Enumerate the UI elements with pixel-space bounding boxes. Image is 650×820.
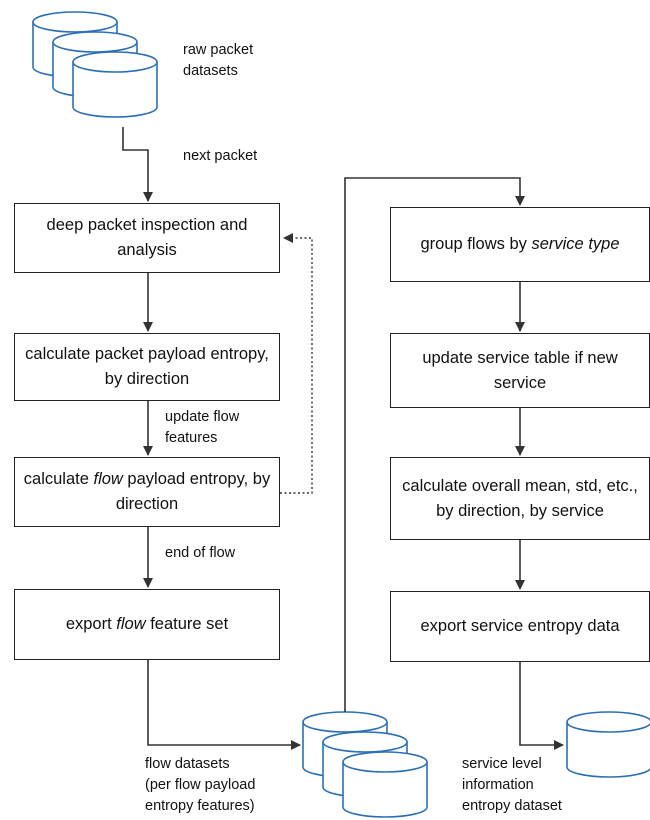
export-flow-box-text: export flow feature set xyxy=(65,615,229,633)
overall-stats-box: calculate overall mean, std, etc., by di… xyxy=(390,457,650,540)
end-of-flow-label: end of flow xyxy=(165,545,236,561)
raw-datasets-label: raw packet datasets xyxy=(183,42,254,79)
flow-entropy-box-text: calculate flow payload entropy, by direc… xyxy=(23,470,271,513)
packet-entropy-box: calculate packet payload entropy, by dir… xyxy=(14,333,280,401)
arrow-icon xyxy=(122,127,153,202)
update-service-box-text: update service table if new service xyxy=(422,348,618,392)
next-packet-label: next packet xyxy=(183,148,258,164)
group-flows-box-text: group flows by service type xyxy=(420,235,620,253)
dpi-box: deep packet inspection and analysis xyxy=(14,203,280,273)
flow-datasets-database-icon xyxy=(302,711,428,818)
flow-entropy-box: calculate flow payload entropy, by direc… xyxy=(14,457,280,527)
arrow-icon xyxy=(519,662,564,750)
export-service-box-text: export service entropy data xyxy=(420,617,620,635)
service-dataset-label: service level information entropy datase… xyxy=(462,756,562,814)
packet-entropy-box-text: calculate packet payload entropy, by dir… xyxy=(25,345,269,388)
flow-datasets-label: flow datasets (per flow payload entropy … xyxy=(145,756,256,814)
raw-packet-database-icon xyxy=(32,11,158,118)
feedback-arrow-icon xyxy=(280,233,313,494)
arrow-icon xyxy=(344,177,525,712)
overall-stats-box-text: calculate overall mean, std, etc., by di… xyxy=(402,476,638,520)
export-service-box: export service entropy data xyxy=(390,591,650,662)
update-service-box: update service table if new service xyxy=(390,333,650,408)
group-flows-box: group flows by service type xyxy=(390,207,650,282)
update-flow-features-label: update flow features xyxy=(165,409,240,446)
dpi-box-text: deep packet inspection and analysis xyxy=(46,216,248,259)
export-flow-box: export flow feature set xyxy=(14,589,280,660)
service-dataset-database-icon xyxy=(566,711,650,778)
arrow-icon xyxy=(147,660,301,750)
